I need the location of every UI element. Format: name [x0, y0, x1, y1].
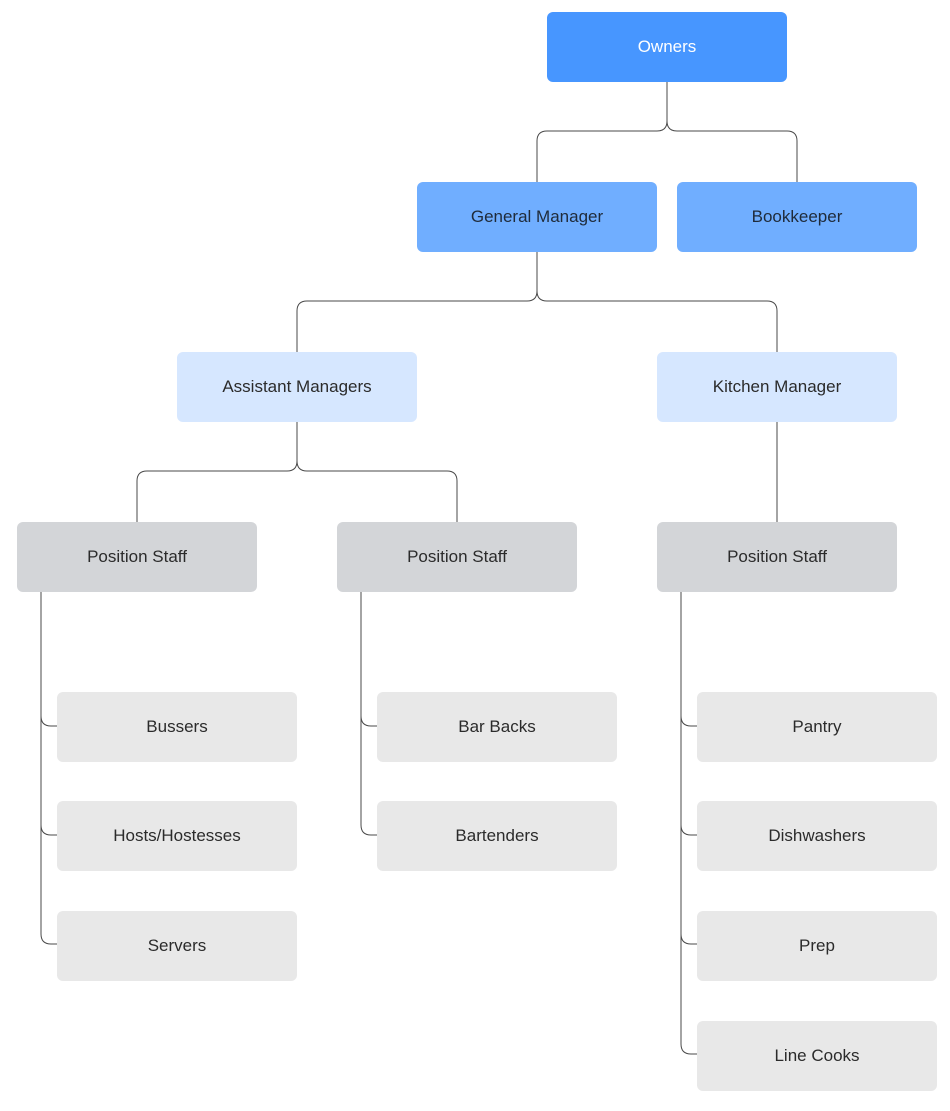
node-line-cooks: Line Cooks: [697, 1021, 937, 1091]
node-bussers: Bussers: [57, 692, 297, 762]
connector-ps3-to-pantry: [680, 715, 697, 727]
node-bar-backs: Bar Backs: [377, 692, 617, 762]
connector-ps2-trunk: [360, 591, 377, 836]
connector-am-to-position-staff-2: [296, 460, 458, 522]
node-hosts-hostesses: Hosts/Hostesses: [57, 801, 297, 871]
node-owners: Owners: [547, 12, 787, 82]
connector-ps1-trunk: [40, 591, 57, 945]
node-position-staff-2: Position Staff: [337, 522, 577, 592]
connector-ps3-trunk: [680, 591, 697, 1055]
node-bookkeeper: Bookkeeper: [677, 182, 917, 252]
node-position-staff-1: Position Staff: [17, 522, 257, 592]
connector-ps2-to-bar-backs: [360, 715, 377, 727]
connector-ps1-to-bussers: [40, 715, 57, 727]
connector-am-to-position-staff-1: [136, 421, 298, 522]
connector-gm-to-assistant-managers: [296, 251, 538, 352]
node-general-manager: General Manager: [417, 182, 657, 252]
node-bartenders: Bartenders: [377, 801, 617, 871]
connector-ps3-to-dishwashers: [680, 824, 697, 836]
node-kitchen-manager: Kitchen Manager: [657, 352, 897, 422]
node-pantry: Pantry: [697, 692, 937, 762]
connector-owners-to-general-manager: [536, 81, 668, 182]
connector-gm-to-kitchen-manager: [536, 290, 778, 352]
node-assistant-managers: Assistant Managers: [177, 352, 417, 422]
node-servers: Servers: [57, 911, 297, 981]
connector-owners-to-bookkeeper: [666, 120, 798, 182]
connector-ps1-to-hosts: [40, 824, 57, 836]
connector-ps3-to-prep: [680, 933, 697, 945]
node-position-staff-3: Position Staff: [657, 522, 897, 592]
node-prep: Prep: [697, 911, 937, 981]
node-dishwashers: Dishwashers: [697, 801, 937, 871]
